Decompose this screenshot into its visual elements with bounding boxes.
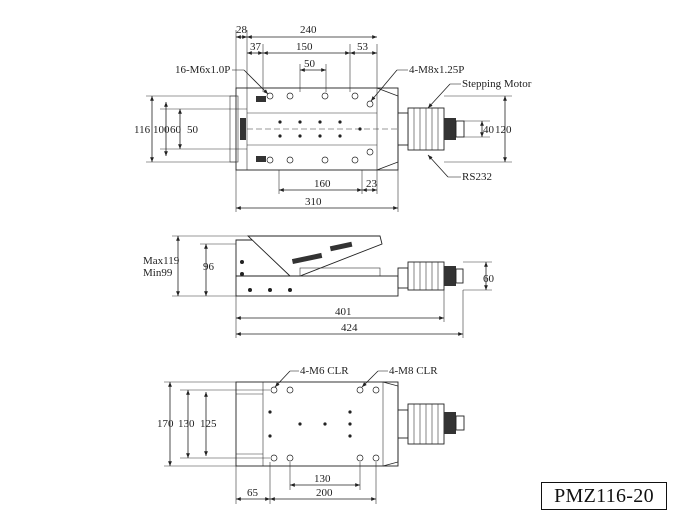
top-view-motor-knob bbox=[444, 118, 456, 140]
dim-160: 160 bbox=[314, 178, 331, 190]
dim-53: 53 bbox=[357, 41, 369, 53]
dim-23: 23 bbox=[366, 178, 378, 190]
dim-max119: Max119 bbox=[143, 255, 180, 267]
dim-50: 50 bbox=[304, 58, 316, 70]
dim-116: 116 bbox=[134, 124, 151, 136]
side-view-base bbox=[235, 275, 399, 297]
model-label: PMZ116-20 bbox=[554, 484, 654, 507]
dim-240: 240 bbox=[300, 24, 317, 36]
callout-m6-clr: 4-M6 CLR bbox=[300, 365, 349, 377]
callout-rs232: RS232 bbox=[462, 171, 492, 183]
dim-130-bottom: 130 bbox=[314, 473, 331, 485]
dim-37: 37 bbox=[250, 41, 262, 53]
dim-200: 200 bbox=[316, 487, 333, 499]
dim-130-left: 130 bbox=[178, 418, 195, 430]
dim-310: 310 bbox=[305, 196, 322, 208]
callout-mount-holes: 4-M8x1.25P bbox=[409, 64, 464, 76]
callout-stepping-motor: Stepping Motor bbox=[462, 78, 532, 90]
dim-65: 65 bbox=[247, 487, 259, 499]
top-view-clamp bbox=[240, 118, 246, 140]
dim-424: 424 bbox=[341, 322, 358, 334]
dim-40: 40 bbox=[483, 124, 495, 136]
side-view: Max119 Min99 96 60 401 424 bbox=[143, 235, 495, 338]
dim-120: 120 bbox=[495, 124, 512, 136]
callout-tapped-holes: 16-M6x1.0P bbox=[175, 64, 230, 76]
top-view: 28 240 37 150 53 50 116 100 60 50 40 120 bbox=[134, 24, 532, 212]
bottom-view: 4-M6 CLR 4-M8 CLR 170 130 125 130 65 200 bbox=[157, 365, 465, 504]
dim-150: 150 bbox=[296, 41, 313, 53]
dim-50-left: 50 bbox=[187, 124, 199, 136]
dim-28: 28 bbox=[236, 24, 248, 36]
dim-60-side: 60 bbox=[483, 273, 495, 285]
dim-125: 125 bbox=[200, 418, 217, 430]
bottom-view-body bbox=[235, 381, 399, 467]
dim-96: 96 bbox=[203, 261, 215, 273]
dim-60: 60 bbox=[170, 124, 182, 136]
model-label-box: PMZ116-20 bbox=[541, 482, 667, 510]
callout-m8-clr: 4-M8 CLR bbox=[389, 365, 438, 377]
dim-170: 170 bbox=[157, 418, 174, 430]
dim-401: 401 bbox=[335, 306, 352, 318]
dim-min99: Min99 bbox=[143, 267, 173, 279]
dim-100: 100 bbox=[153, 124, 170, 136]
